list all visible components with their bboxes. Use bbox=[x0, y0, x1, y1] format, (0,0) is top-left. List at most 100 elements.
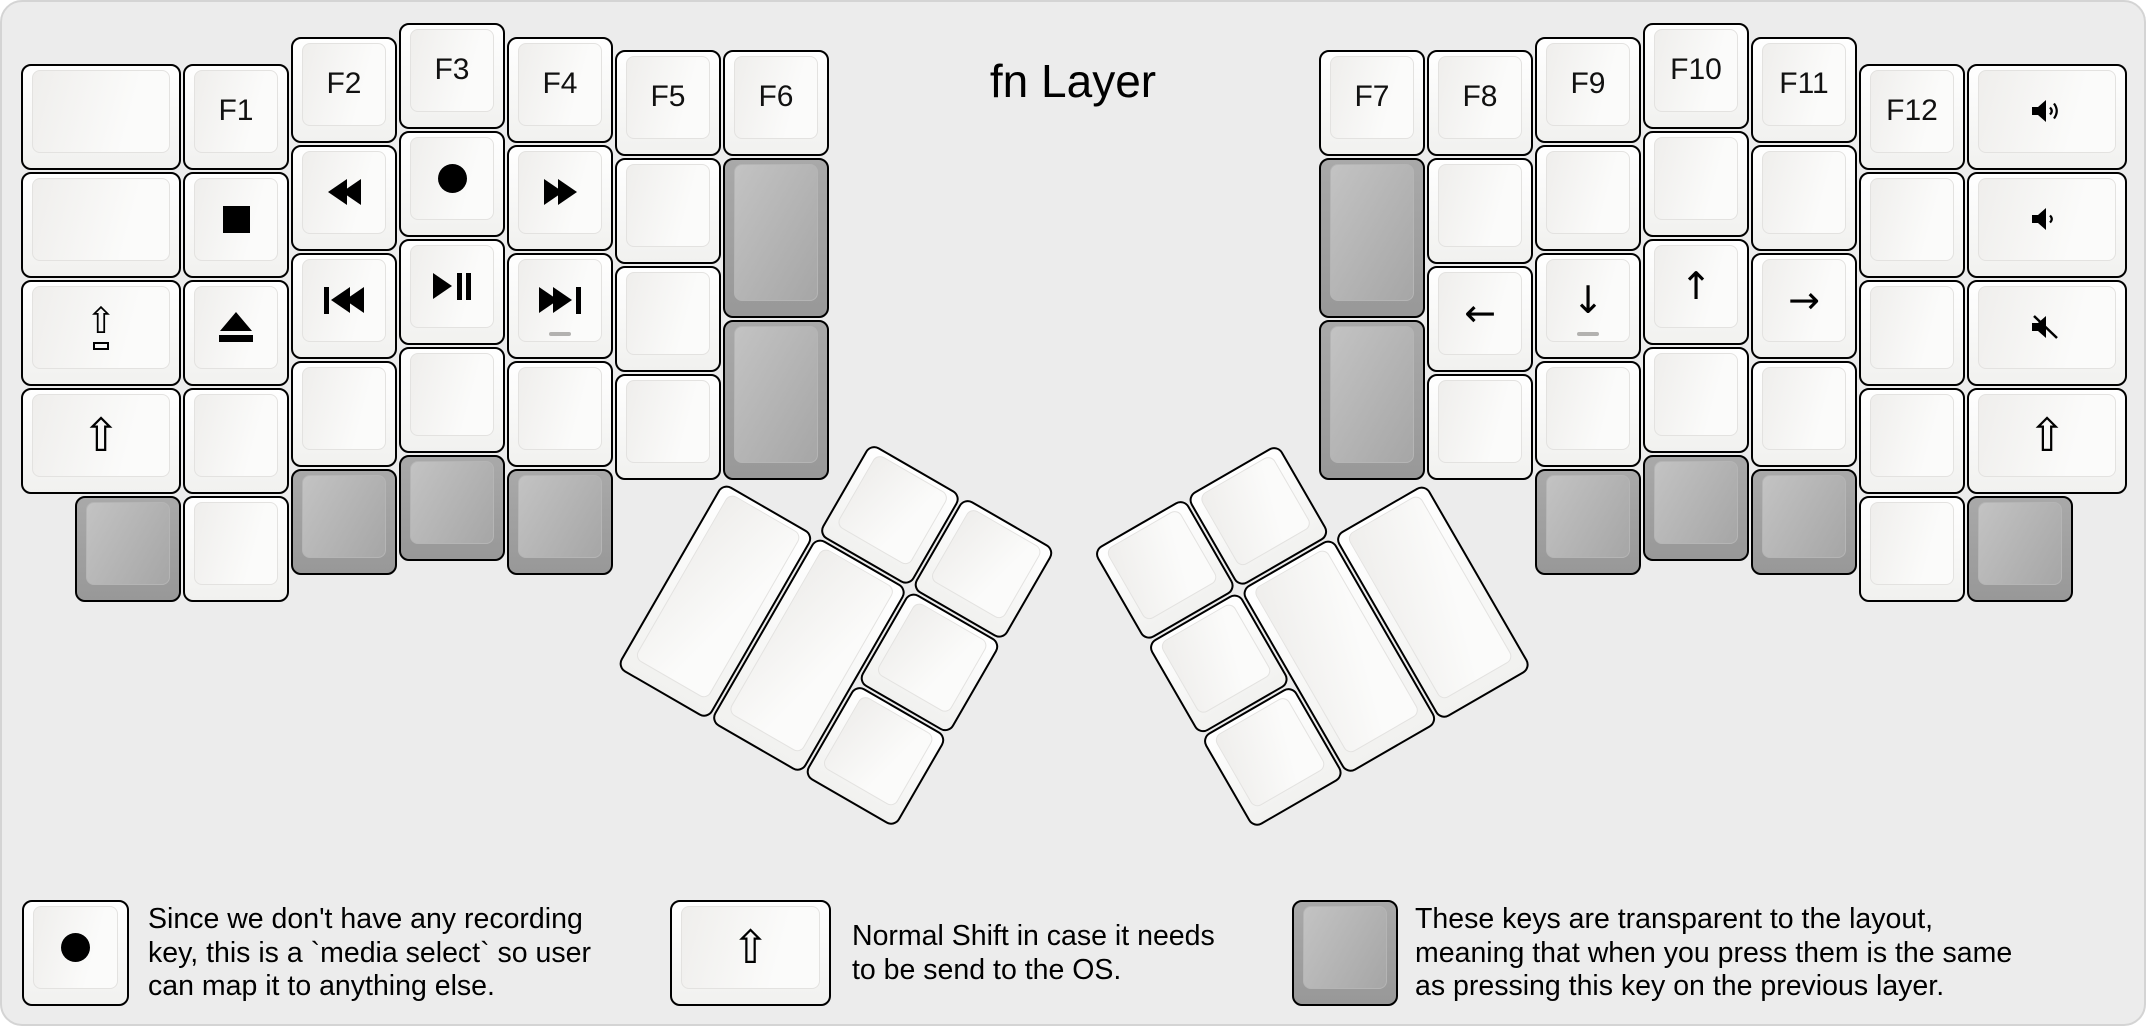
key-f10[interactable]: F10 bbox=[1643, 23, 1749, 129]
key-f2[interactable]: F2 bbox=[291, 37, 397, 143]
key-f8[interactable]: F8 bbox=[1427, 50, 1533, 156]
key-prev-track[interactable] bbox=[291, 253, 397, 359]
legend-text-line: key, this is a `media select` so user bbox=[148, 936, 591, 969]
key-shift-left[interactable]: ⇧ bbox=[21, 388, 181, 494]
keycap-face: F6 bbox=[734, 55, 818, 139]
key-legend-record[interactable] bbox=[22, 900, 129, 1006]
key-label: F10 bbox=[1670, 53, 1722, 86]
key-transparent[interactable] bbox=[1751, 469, 1857, 575]
key-blank[interactable] bbox=[1859, 496, 1965, 602]
keycap-face bbox=[1546, 474, 1630, 558]
play-pause-icon bbox=[433, 272, 471, 300]
key-arrow-up[interactable]: ↑ bbox=[1643, 239, 1749, 345]
key-blank[interactable] bbox=[615, 266, 721, 372]
key-blank[interactable] bbox=[615, 158, 721, 264]
key-f12[interactable]: F12 bbox=[1859, 64, 1965, 170]
key-transparent[interactable] bbox=[1967, 496, 2073, 602]
key-record[interactable] bbox=[399, 131, 505, 237]
key-f7[interactable]: F7 bbox=[1319, 50, 1425, 156]
key-eject[interactable] bbox=[183, 280, 289, 386]
key-blank[interactable] bbox=[507, 361, 613, 467]
key-transparent[interactable] bbox=[75, 496, 181, 602]
key-label: F2 bbox=[326, 67, 362, 100]
key-f5[interactable]: F5 bbox=[615, 50, 721, 156]
key-f9[interactable]: F9 bbox=[1535, 37, 1641, 143]
keycap-face bbox=[86, 501, 170, 585]
key-transparent[interactable] bbox=[723, 320, 829, 480]
key-blank[interactable] bbox=[21, 172, 181, 278]
key-blank[interactable] bbox=[1859, 388, 1965, 494]
keycap-face bbox=[1978, 285, 2116, 369]
keycap-face bbox=[1330, 325, 1414, 463]
key-label: F1 bbox=[218, 94, 254, 127]
key-caps-lock[interactable]: ⇧ bbox=[21, 280, 181, 386]
key-blank[interactable] bbox=[291, 361, 397, 467]
key-blank[interactable] bbox=[183, 496, 289, 602]
key-blank[interactable] bbox=[1751, 145, 1857, 251]
keycap-face bbox=[1762, 474, 1846, 558]
key-transparent[interactable] bbox=[399, 455, 505, 561]
homing-dash bbox=[549, 331, 571, 336]
keycap-face bbox=[734, 325, 818, 463]
key-label: F5 bbox=[650, 80, 686, 113]
key-f6[interactable]: F6 bbox=[723, 50, 829, 156]
key-rewind[interactable] bbox=[291, 145, 397, 251]
key-transparent[interactable] bbox=[1319, 158, 1425, 318]
keycap-face bbox=[626, 379, 710, 463]
key-legend-shift[interactable]: ⇧ bbox=[670, 900, 831, 1006]
key-f4[interactable]: F4 bbox=[507, 37, 613, 143]
key-transparent[interactable] bbox=[1319, 320, 1425, 480]
key-volume-up[interactable] bbox=[1967, 64, 2127, 170]
keycap-face bbox=[410, 136, 494, 220]
key-f11[interactable]: F11 bbox=[1751, 37, 1857, 143]
key-transparent[interactable] bbox=[723, 158, 829, 318]
key-stop[interactable] bbox=[183, 172, 289, 278]
key-blank[interactable] bbox=[1751, 361, 1857, 467]
keycap-face bbox=[410, 244, 494, 328]
homing-dash bbox=[1577, 331, 1599, 336]
key-blank[interactable] bbox=[399, 347, 505, 453]
key-play-pause[interactable] bbox=[399, 239, 505, 345]
key-volume-down[interactable] bbox=[1967, 172, 2127, 278]
legend-text-3: These keys are transparent to the layout… bbox=[1415, 903, 2012, 1004]
key-arrow-left[interactable]: ← bbox=[1427, 266, 1533, 372]
key-next-track[interactable] bbox=[507, 253, 613, 359]
key-arrow-down[interactable]: ↓ bbox=[1535, 253, 1641, 359]
key-mute[interactable] bbox=[1967, 280, 2127, 386]
key-legend-transparent[interactable] bbox=[1292, 900, 1398, 1006]
arrow-left-icon: ← bbox=[1464, 291, 1496, 335]
key-shift-right[interactable]: ⇧ bbox=[1967, 388, 2127, 494]
key-blank[interactable] bbox=[615, 374, 721, 480]
keycap-face: F1 bbox=[194, 69, 278, 153]
key-transparent[interactable] bbox=[291, 469, 397, 575]
key-f1[interactable]: F1 bbox=[183, 64, 289, 170]
key-label: F6 bbox=[758, 80, 794, 113]
key-blank[interactable] bbox=[1859, 172, 1965, 278]
key-blank[interactable] bbox=[1643, 347, 1749, 453]
key-transparent[interactable] bbox=[1535, 469, 1641, 575]
volume-up-icon bbox=[2029, 97, 2065, 125]
key-transparent[interactable] bbox=[507, 469, 613, 575]
legend-text-line: to be send to the OS. bbox=[852, 953, 1122, 986]
keycap-face bbox=[1870, 177, 1954, 261]
key-blank[interactable] bbox=[1859, 280, 1965, 386]
keycap-face bbox=[1654, 460, 1738, 544]
key-f3[interactable]: F3 bbox=[399, 23, 505, 129]
key-blank[interactable] bbox=[1427, 374, 1533, 480]
key-blank[interactable] bbox=[21, 64, 181, 170]
key-fast-forward[interactable] bbox=[507, 145, 613, 251]
key-blank[interactable] bbox=[1643, 131, 1749, 237]
keycap-face bbox=[518, 150, 602, 234]
keycap-face bbox=[194, 285, 278, 369]
key-blank[interactable] bbox=[1427, 158, 1533, 264]
key-arrow-right[interactable]: → bbox=[1751, 253, 1857, 359]
key-transparent[interactable] bbox=[1643, 455, 1749, 561]
keycap-face: F7 bbox=[1330, 55, 1414, 139]
key-blank[interactable] bbox=[183, 388, 289, 494]
keycap-face bbox=[302, 474, 386, 558]
key-blank[interactable] bbox=[1535, 361, 1641, 467]
keycap-face bbox=[32, 177, 170, 261]
key-blank[interactable] bbox=[1535, 145, 1641, 251]
